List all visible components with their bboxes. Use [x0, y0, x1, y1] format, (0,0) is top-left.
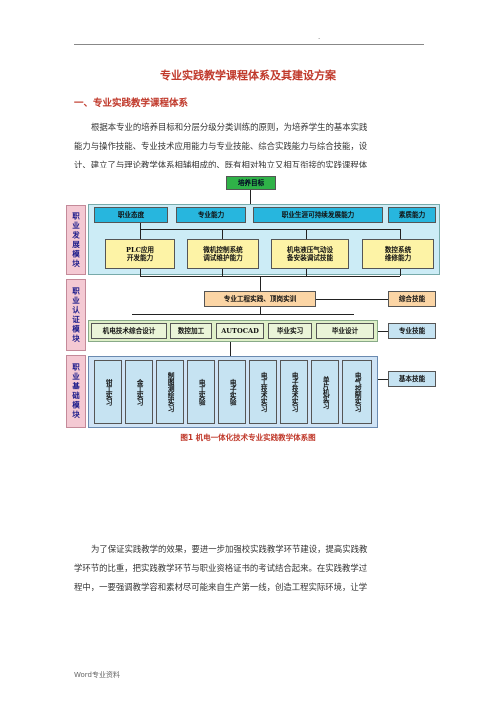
- page-title: 专业实践教学课程体系及其建设方案: [160, 69, 336, 82]
- basic-course-electric-control: 电气控制实习: [342, 360, 372, 424]
- basic-course-metalwork: 金工实习: [125, 360, 153, 424]
- course-graduation-design: 毕业设计: [316, 323, 374, 339]
- basic-region: [88, 356, 378, 428]
- ability-micro-line2: 调试维护能力: [203, 254, 243, 262]
- ability-hydraulic-line2: 备安装调试技能: [286, 254, 334, 262]
- intro-line-3: 计、建立了与理论教学体系相辅相成的、既有相对独立又相互衔接的实践课程体: [74, 160, 368, 168]
- ability-cnc-line2: 维修能力: [384, 254, 412, 262]
- comprehensive-skill-label: 综合技能: [388, 291, 436, 307]
- ability-hydraulic: 机电液压气动设 备安装调试技能: [271, 239, 349, 269]
- header-rule: [74, 44, 424, 45]
- course-graduation-internship: 毕业实习: [268, 323, 312, 339]
- module-career-development: 职业发展模块: [66, 205, 86, 275]
- basic-course-electronic-tech: 电子技术实习: [280, 360, 308, 424]
- intro-line-2: 能力与操作技能、专业技术应用能力与专业技能、综合实践能力与综合技能，设: [74, 141, 368, 151]
- comprehensive-practice: 专业工程实践、顶岗实训: [204, 291, 316, 307]
- second-paragraph: 为了保证实践教学的效果，要进一步加强校实践教学环节建设，提高实践教 学环节的比重…: [74, 540, 424, 597]
- course-autocad: AUTOCAD: [216, 323, 264, 339]
- module-career-certification: 职业认证模块: [66, 279, 86, 351]
- top-box-attitude: 职业态度: [94, 207, 168, 223]
- module-career-foundation: 职业基础模块: [66, 355, 86, 428]
- goal-box: 培养目标: [226, 176, 276, 190]
- basic-course-fitter: 钳工实习: [94, 360, 122, 424]
- course-region: [88, 320, 378, 342]
- basic-course-electronic-exp: 电子实验: [218, 360, 246, 424]
- header-mark: .: [318, 33, 321, 41]
- para2-line-3: 程中，一要强调教学容和素材尽可能来自生产第一线，创造工程实际环境，让学: [74, 582, 368, 592]
- ability-plc: PLC应用 开发能力: [105, 239, 175, 269]
- para2-line-1: 为了保证实践教学的效果，要进一步加强校实践教学环节建设，提高实践教: [91, 544, 368, 554]
- ability-micro-line1: 微机控制系统: [203, 245, 243, 254]
- intro-line-1: 根据本专业的培养目标和分层分级分类训练的原则，为培养学生的基本实践: [91, 122, 368, 132]
- ability-hydraulic-line1: 机电液压气动设: [286, 245, 334, 254]
- course-cnc-machining: 数控加工: [170, 323, 212, 339]
- top-box-career-sustainable: 职业生涯可持续发展能力: [253, 207, 383, 223]
- footer-text: Word专业资料: [74, 671, 120, 679]
- basic-course-mcu: 单片机实习: [311, 360, 339, 424]
- ability-microcomputer: 微机控制系统 调试维护能力: [187, 239, 259, 269]
- intro-paragraph: 根据本专业的培养目标和分层分级分类训练的原则，为培养学生的基本实践 能力与操作技…: [74, 118, 424, 168]
- para2-line-2: 学环节的比重，把实践教学环节与职业资格证书的考试结合起来。在实践教学过: [74, 563, 368, 573]
- top-box-professional-ability: 专业能力: [176, 207, 246, 223]
- ability-plc-line2: 开发能力: [126, 254, 154, 262]
- top-box-quality-ability: 素质能力: [388, 207, 436, 223]
- basic-skill-label: 基本技能: [388, 371, 436, 387]
- basic-course-electrical-tech: 电工技术实习: [249, 360, 277, 424]
- ability-cnc-line1: 数控系统: [384, 245, 412, 254]
- ability-cnc: 数控系统 维修能力: [362, 239, 434, 269]
- ability-plc-line1: PLC应用: [125, 245, 155, 254]
- professional-skill-label: 专业技能: [388, 323, 436, 339]
- basic-course-drawing: 制图测绘实习: [156, 360, 184, 424]
- development-region: [88, 204, 440, 275]
- course-comprehensive-design: 机电技术综合设计: [91, 323, 167, 339]
- basic-course-electrical-exp: 电工实验: [187, 360, 215, 424]
- figure-caption: 图1 机电一体化技术专业实践教学体系图: [180, 433, 316, 442]
- section-heading: 一、专业实践教学课程体系: [74, 98, 189, 109]
